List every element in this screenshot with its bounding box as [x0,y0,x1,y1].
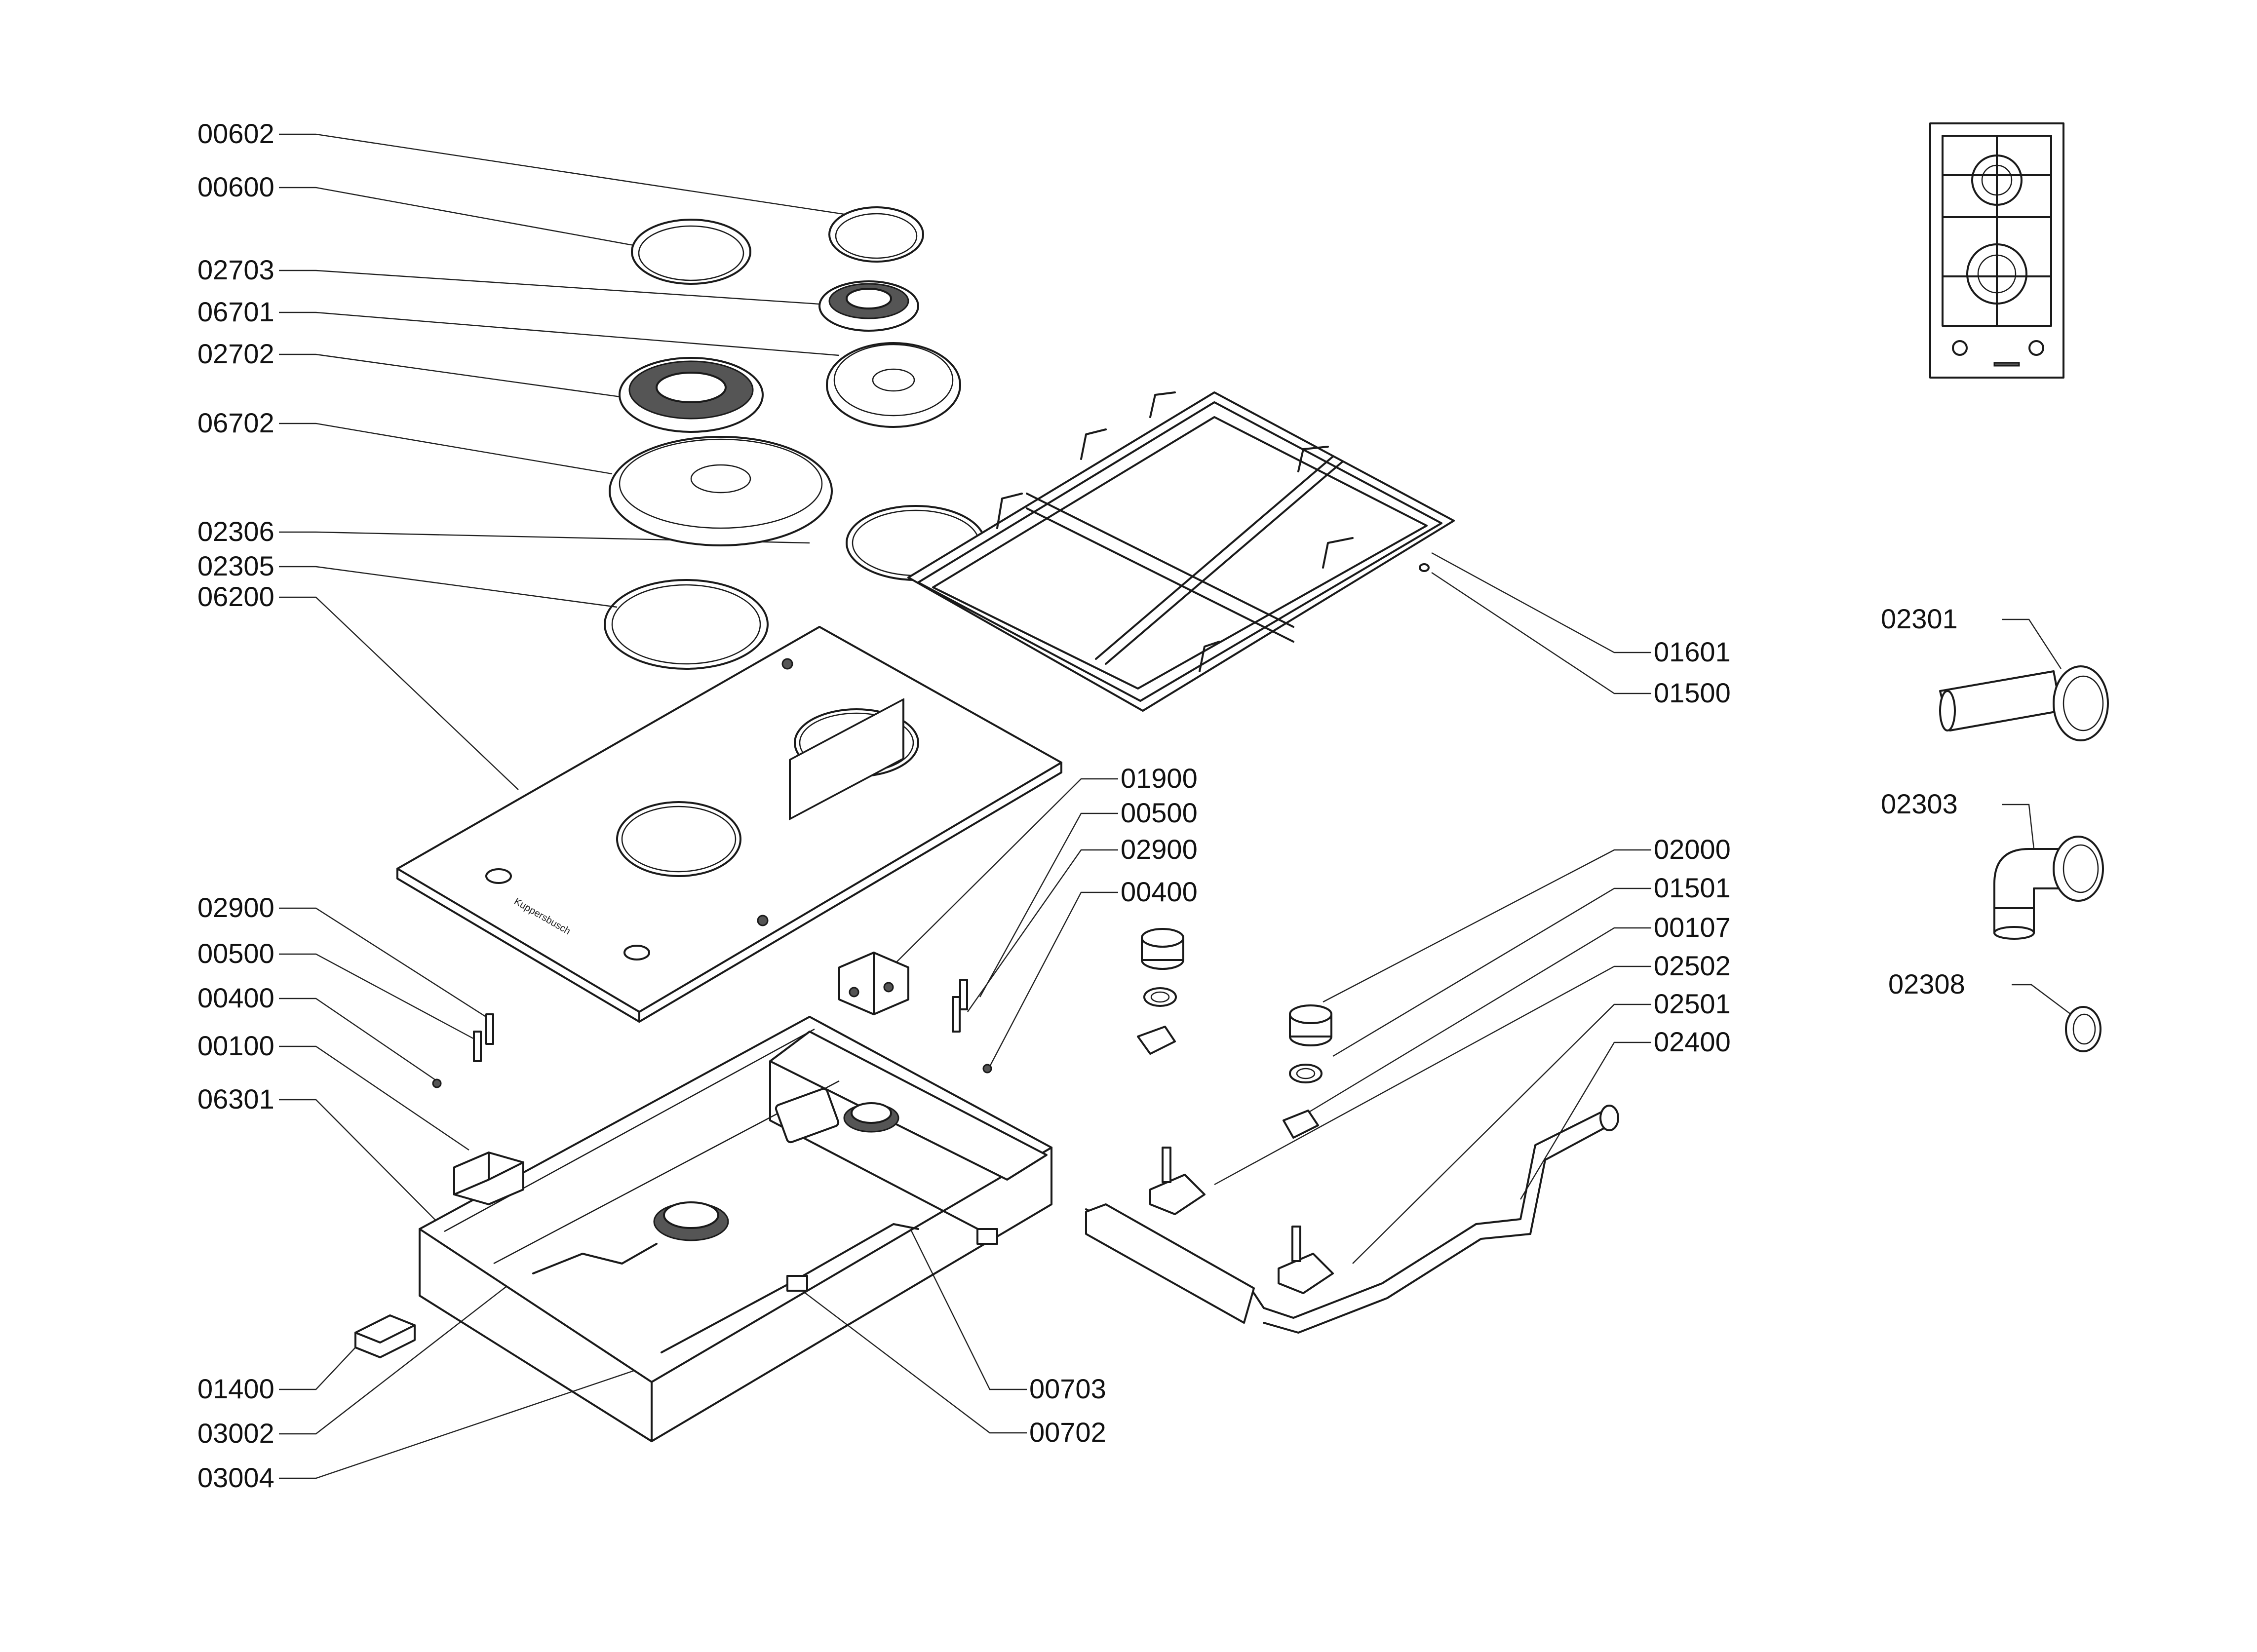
leader-02703 [279,269,850,307]
control-knob-upper [1137,928,1184,1055]
leader-02900b [967,849,1118,1012]
label-00400a: 00400 [197,982,274,1013]
gasket-ring-large [604,579,769,670]
label-03002: 03002 [197,1418,274,1449]
label-02305: 02305 [197,550,274,581]
spark-plug-electrode-right [952,979,992,1074]
gas-valve-manifold [1085,1105,1619,1334]
label-02502: 02502 [1654,950,1731,981]
leader-02308 [2012,984,2071,1015]
leader-03004 [279,1364,652,1479]
leader-00600 [279,187,642,248]
leader-02900a [279,907,494,1023]
label-06200: 06200 [197,581,274,612]
label-02000: 02000 [1654,834,1731,865]
label-02306: 02306 [197,516,274,547]
leader-02000 [1323,849,1651,1003]
flame-spreader-large [609,436,833,546]
leader-06301 [279,1099,445,1229]
leader-06702 [279,423,613,475]
leader-00500a [279,953,479,1042]
part-labels: 00602 00600 02703 06701 02702 06702 0230… [197,118,1965,1493]
label-03004: 03004 [197,1462,274,1493]
label-00500a: 00500 [197,938,274,969]
burner-crown-small [818,280,919,332]
gas-connector-02301 [1939,665,2109,741]
leader-lines [279,133,2071,1479]
spark-plug-electrode-left [432,1013,494,1088]
glass-top-plate: Kuppersbusch [396,626,1062,1023]
label-01400: 01400 [197,1373,274,1404]
leader-02306 [279,531,810,544]
label-00100: 00100 [197,1030,274,1061]
label-06701: 06701 [197,296,274,327]
leader-02303 [2002,804,2035,849]
burner-cap-large [631,219,751,285]
leader-02301 [2002,618,2062,669]
ignition-module-bracket [453,1152,524,1205]
cooktop-overview-thumbnail [1929,122,2064,379]
label-01501: 01501 [1654,872,1731,903]
label-01601: 01601 [1654,636,1731,667]
leader-02702 [279,353,642,401]
label-02703: 02703 [197,254,274,285]
leader-00702 [720,1229,1027,1434]
label-02501: 02501 [1654,988,1731,1019]
label-00400b: 00400 [1121,876,1198,907]
cooktop-housing [419,698,1052,1442]
label-02301: 02301 [1881,603,1958,634]
leader-01400 [279,1347,356,1390]
leader-06200 [279,596,519,790]
leader-02501 [1352,1003,1651,1264]
label-00703: 00703 [1029,1373,1106,1404]
label-02900b: 02900 [1121,834,1198,865]
washer-02308 [2065,1006,2101,1052]
label-02702: 02702 [197,338,274,369]
label-00602: 00602 [197,118,274,149]
leader-00602 [279,133,864,218]
burner-cap-small [828,206,924,263]
leader-01900 [883,778,1118,975]
leader-03002 [279,1273,524,1435]
leader-01601 [1431,552,1651,653]
label-06301: 06301 [197,1083,274,1114]
leader-00100 [279,1045,469,1151]
leader-00400a [279,998,437,1081]
leader-00703 [883,1174,1027,1390]
leader-02502 [1214,965,1651,1186]
pan-support-grate [907,391,1455,712]
leader-02400 [1519,1041,1651,1200]
elbow-fitting-02303 [1993,836,2104,940]
clip-01400 [354,1314,416,1358]
label-02400: 02400 [1654,1026,1731,1057]
leader-00400b [986,891,1118,1072]
flame-spreader-small [826,342,961,428]
ignition-switch-01900 [838,952,909,1015]
label-02900a: 02900 [197,892,274,923]
leader-06701 [279,311,840,356]
label-02303: 02303 [1881,788,1958,819]
label-01900: 01900 [1121,763,1198,794]
leader-00500b [979,812,1118,998]
leader-02305 [279,566,618,608]
label-00500b: 00500 [1121,797,1198,828]
leader-00107 [1303,927,1651,1116]
burner-crown-large [619,357,764,433]
label-06702: 06702 [197,407,274,438]
leader-01500 [1431,572,1651,694]
label-00107: 00107 [1654,912,1731,943]
label-00702: 00702 [1029,1417,1106,1448]
control-knob-lower [1283,1004,1332,1139]
label-02308: 02308 [1888,968,1965,999]
leader-01501 [1332,887,1651,1057]
label-00600: 00600 [197,171,274,202]
label-01500: 01500 [1654,677,1731,708]
